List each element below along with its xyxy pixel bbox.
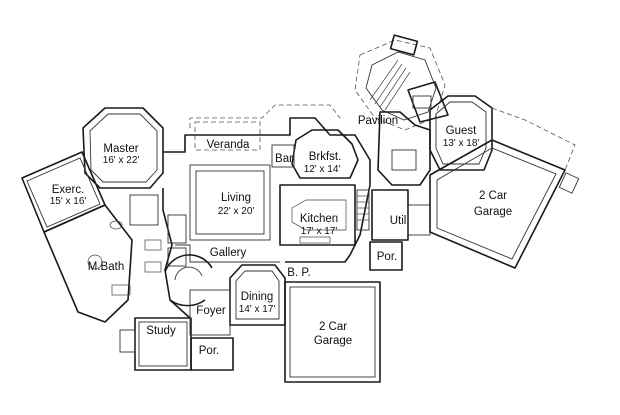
util-label: Util — [390, 215, 407, 227]
mbath-label: M.Bath — [88, 261, 124, 273]
bar-label: Bar — [275, 153, 293, 165]
study-label: Study — [146, 325, 176, 337]
exterior-walls — [21, 104, 371, 371]
living-dimensions: 22' x 20' — [218, 206, 255, 217]
veranda-label: Veranda — [207, 139, 250, 151]
master-label: Master — [103, 143, 138, 155]
living-label: Living — [221, 192, 251, 204]
exerc-dimensions: 15' x 16' — [50, 196, 87, 207]
master-dimensions: 16' x 22' — [103, 155, 140, 166]
foyer-label: Foyer — [196, 305, 226, 317]
por-front-label: Por. — [199, 345, 219, 357]
guest-dimensions: 13' x 18' — [443, 138, 480, 149]
dining-dimensions: 14' x 17' — [239, 304, 276, 315]
bp-label: B. P. — [287, 267, 310, 279]
dining-label: Dining — [241, 291, 274, 303]
kitchen-label: Kitchen — [300, 213, 338, 225]
brkfst-dimensions: 12' x 14' — [304, 164, 341, 175]
interior-walls — [87, 129, 431, 383]
pavilion-structure — [354, 34, 449, 131]
room-labels: Pavilion Veranda Master 16' x 22' Guest … — [50, 115, 512, 357]
pavilion-label: Pavilion — [358, 115, 398, 127]
por-right-label: Por. — [377, 251, 397, 263]
brkfst-label: Brkfst. — [309, 151, 342, 163]
guest-label: Guest — [446, 125, 477, 137]
gallery-label: Gallery — [210, 247, 247, 259]
garage-front-label-line1: 2 Car — [319, 321, 347, 333]
garage-right-label-line2: Garage — [474, 206, 512, 218]
exerc-label: Exerc. — [52, 184, 85, 196]
kitchen-dimensions: 17' x 17' — [301, 226, 338, 237]
garage-front-label-line2: Garage — [314, 335, 352, 347]
guest-garage-wing — [377, 95, 580, 269]
garage-right-label-line1: 2 Car — [479, 190, 507, 202]
